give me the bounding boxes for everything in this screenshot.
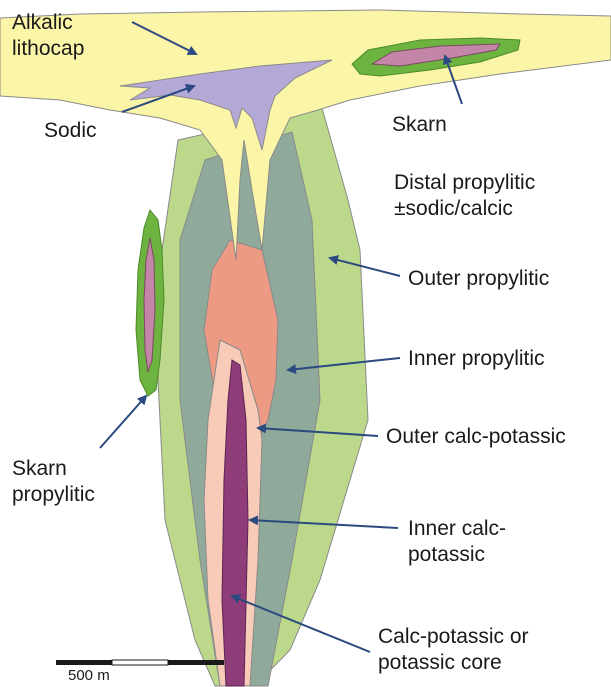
label-skarn-propylitic-line2: propylitic: [12, 482, 95, 508]
label-inner-calc-potassic: Inner calc- potassic: [408, 516, 506, 568]
label-outer-propylitic: Outer propylitic: [408, 266, 549, 292]
label-inner-calc-potassic-line1: Inner calc-: [408, 516, 506, 542]
label-calc-potassic-core-line1: Calc-potassic or: [378, 624, 529, 650]
scale-bar-label: 500 m: [68, 667, 110, 684]
label-alkalic-lithocap: Alkalic lithocap: [12, 10, 84, 62]
label-calc-potassic-core: Calc-potassic or potassic core: [378, 624, 529, 676]
label-skarn-propylitic: Skarn propylitic: [12, 456, 95, 508]
label-distal-propylitic: Distal propylitic ±sodic/calcic: [394, 170, 535, 222]
label-sodic: Sodic: [44, 118, 97, 144]
scale-bar: [56, 660, 224, 665]
label-inner-calc-potassic-line2: potassic: [408, 542, 506, 568]
label-skarn-top: Skarn: [392, 112, 447, 138]
label-calc-potassic-core-line2: potassic core: [378, 650, 529, 676]
label-skarn-propylitic-line1: Skarn: [12, 456, 95, 482]
label-alkalic-lithocap-line1: Alkalic: [12, 10, 84, 36]
label-inner-propylitic: Inner propylitic: [408, 346, 545, 372]
label-distal-propylitic-line1: Distal propylitic: [394, 170, 535, 196]
label-distal-propylitic-line2: ±sodic/calcic: [394, 196, 535, 222]
label-alkalic-lithocap-line2: lithocap: [12, 36, 84, 62]
label-outer-calc-potassic: Outer calc-potassic: [386, 424, 566, 450]
arrow-skarn-propylitic: [100, 396, 146, 448]
